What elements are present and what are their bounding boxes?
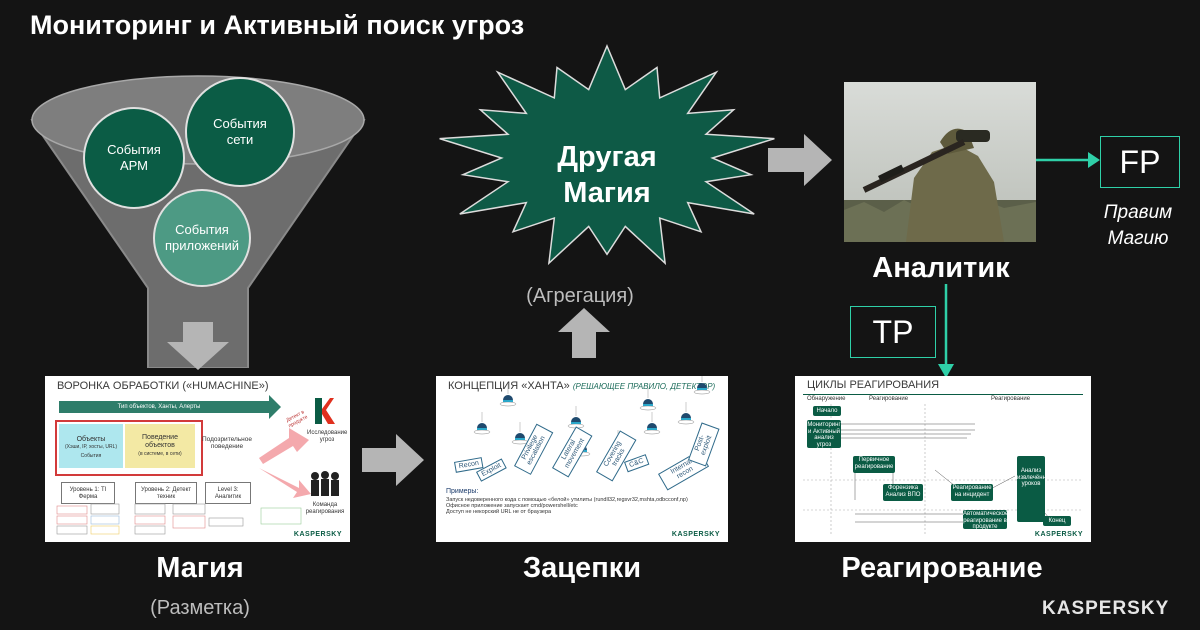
slide1-banner: Тип объектов, Ханты, Алерты xyxy=(59,401,259,413)
slide2-examples: Запуск недоверенного кода с помощью «бел… xyxy=(446,497,724,515)
hooks-label: Зацепки xyxy=(522,552,642,584)
slide2-examples-title: Примеры: xyxy=(446,488,479,495)
box-forensics: Форензика Анализ ВПО xyxy=(883,484,923,501)
col-response-2: Реагирование xyxy=(991,396,1031,402)
fp-note: Правим Магию xyxy=(1082,200,1194,252)
fp-note-line1: Правим xyxy=(1103,202,1173,223)
aggregation-caption: (Агрегация) xyxy=(526,285,634,307)
slide2-brand: KASPERSKY xyxy=(671,531,720,538)
slide3-grid xyxy=(803,404,1083,536)
box-primary-response: Первичное реагирование xyxy=(853,456,895,473)
example-item: Доступ не некорский URL не от браузера xyxy=(446,509,552,516)
example-item: Запуск недоверенного кода с помощью «бел… xyxy=(446,497,688,503)
slide1-suspicious: Подозрительное поведение xyxy=(201,436,252,451)
col-detection: Обнаружение xyxy=(807,396,846,402)
markup-caption: (Разметка) xyxy=(150,597,250,619)
other-magic-star: Другая Магия xyxy=(439,44,775,266)
slide3-brand: KASPERSKY xyxy=(1034,531,1083,538)
fp-note-line2: Магию xyxy=(1107,228,1169,249)
slide1-behavior: Поведение объектов (в системе, в сети) xyxy=(125,424,195,468)
fp-arrow-icon xyxy=(1036,152,1100,168)
slide1-research: Исследование угроз xyxy=(307,430,348,443)
down-arrow-icon xyxy=(167,322,229,370)
analyst-label: Аналитик xyxy=(872,252,1010,284)
slide-response-cycles: ЦИКЛЫ РЕАГИРОВАНИЯ Обнаружение Реагирова… xyxy=(795,376,1091,542)
analyst-photo xyxy=(844,82,1036,242)
up-arrow-icon xyxy=(558,308,610,358)
slide1-pink-arrows xyxy=(259,428,311,498)
slide1-level1: Уровень 1: TI Ферма xyxy=(61,482,115,504)
kaspersky-logo: KASPERSKY xyxy=(1042,598,1170,619)
slide2-title: КОНЦЕПЦИЯ «ХАНТА» (РЕШАЮЩЕЕ ПРАВИЛО, ДЕТ… xyxy=(448,380,716,392)
right-arrow-icon xyxy=(768,134,832,186)
circle-network-events xyxy=(185,77,295,187)
box-lessons: Анализ извлечённых уроков xyxy=(1017,456,1053,522)
slide-processing-funnel: ВОРОНКА ОБРАБОТКИ («HUMACHINE») Тип объе… xyxy=(45,376,350,542)
slide1-level2: Уровень 2: Детект техник xyxy=(135,482,197,504)
star-line1: Другая xyxy=(557,141,656,173)
example-item: Офисное приложение запускает cmd/powersh… xyxy=(446,503,578,510)
slide1-red-frame xyxy=(55,420,203,476)
slide1-banner-arrow xyxy=(255,395,281,419)
star-line2: Магия xyxy=(563,177,650,209)
slide3-title: ЦИКЛЫ РЕАГИРОВАНИЯ xyxy=(807,379,940,391)
response-team-icon xyxy=(311,471,339,496)
slide1-response: Команда реагирования xyxy=(305,502,345,515)
box-start: Начало xyxy=(813,406,841,416)
slide1-brand: KASPERSKY xyxy=(293,531,342,538)
circle-arm-events xyxy=(83,107,185,209)
page-title: Мониторинг и Активный поиск угроз xyxy=(30,10,525,40)
circle-app-events xyxy=(153,189,251,287)
slide1-sub-boxes xyxy=(56,503,302,535)
slide-hunt-concept: КОНЦЕПЦИЯ «ХАНТА» (РЕШАЮЩЕЕ ПРАВИЛО, ДЕТ… xyxy=(436,376,728,542)
right-arrow-icon xyxy=(362,434,424,486)
kaspersky-k-icon xyxy=(315,398,335,424)
magic-label: Магия xyxy=(156,552,244,584)
box-monitoring: Мониторинг и Активный анализ угроз xyxy=(807,420,841,448)
fp-box: FP xyxy=(1100,136,1180,188)
tp-box: TP xyxy=(850,306,936,358)
tp-arrow-icon xyxy=(938,284,954,378)
box-incident-response: Реагирование на инцидент xyxy=(951,484,993,501)
box-auto-response: Автоматическое реагирование в продукте xyxy=(963,510,1009,531)
slide1-level3: Level 3: Аналитик xyxy=(205,482,251,504)
box-end: Конец xyxy=(1043,516,1071,526)
response-label: Реагирование xyxy=(841,552,1043,584)
slide1-title: ВОРОНКА ОБРАБОТКИ («HUMACHINE») xyxy=(57,380,269,392)
col-response: Реагирование xyxy=(869,396,909,402)
slide1-objects: Объекты (Хэши, IP, хосты, URL) События xyxy=(59,424,123,468)
